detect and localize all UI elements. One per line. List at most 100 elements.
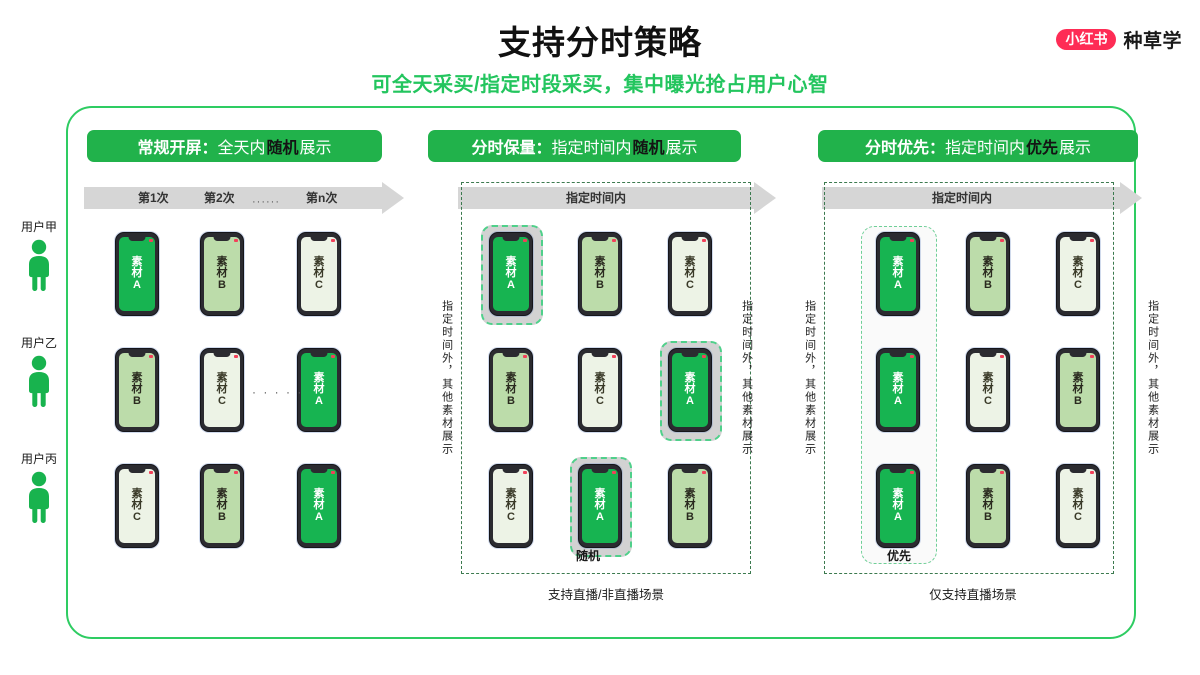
material-letter: B [984, 511, 992, 524]
ad-marker-icon [523, 354, 527, 358]
pill-lead: 常规开屏： [137, 140, 218, 157]
material-label-line2: 材 [892, 266, 904, 279]
material-label-line2: 材 [684, 498, 696, 511]
material-letter: A [315, 395, 323, 408]
pill-highlight: 随机 [266, 140, 299, 157]
material-label-line1: 素 [505, 255, 517, 268]
phone-notch-icon [681, 237, 699, 241]
material-label-line1: 素 [982, 487, 994, 500]
material-letter: C [1074, 279, 1082, 292]
material-letter: C [686, 279, 694, 292]
ad-marker-icon [149, 470, 153, 474]
ad-marker-icon [702, 470, 706, 474]
material-letter: B [218, 279, 226, 292]
ad-marker-icon [612, 238, 616, 242]
phone-notch-icon [128, 353, 146, 357]
ad-marker-icon [910, 354, 914, 358]
ad-marker-icon [234, 354, 238, 358]
material-letter: A [894, 511, 902, 524]
pill-mid: 全天内 [217, 140, 266, 157]
ad-marker-icon [1000, 238, 1004, 242]
user-row-1: 用户乙 [10, 334, 68, 412]
arrow-head [1120, 182, 1142, 214]
timeline-arrow-priority: 指定时间内 [822, 182, 1142, 214]
user-row-2: 用户丙 [10, 450, 68, 528]
page-title: 支持分时策略 [498, 24, 702, 61]
material-letter: B [596, 279, 604, 292]
material-label-line1: 素 [313, 487, 325, 500]
user-row-0: 用户甲 [10, 218, 68, 296]
phone-notch-icon [213, 237, 231, 241]
phone-notch-icon [681, 469, 699, 473]
pill-lead: 分时优先： [864, 140, 945, 157]
material-label-line2: 材 [216, 266, 228, 279]
material-label-line1: 素 [1072, 371, 1084, 384]
material-label-line2: 材 [982, 382, 994, 395]
material-label-line2: 材 [1072, 266, 1084, 279]
brand-name-label: 种草学 [1123, 31, 1182, 52]
material-label-line1: 素 [594, 255, 606, 268]
material-letter: A [507, 279, 515, 292]
ad-marker-icon [523, 238, 527, 242]
ad-marker-icon [523, 470, 527, 474]
material-letter: B [133, 395, 141, 408]
xiaohongshu-badge: 小红书 [1056, 29, 1117, 50]
material-letter: A [133, 279, 141, 292]
material-label-line2: 材 [216, 382, 228, 395]
ad-marker-icon [1090, 238, 1094, 242]
arrow-head [382, 182, 404, 214]
user-label: 用户甲 [20, 220, 57, 234]
material-letter: B [1074, 395, 1082, 408]
material-label-line2: 材 [594, 382, 606, 395]
caption-random: 随机 [575, 549, 600, 563]
user-label: 用户乙 [20, 336, 57, 350]
material-label-line2: 材 [684, 382, 696, 395]
ad-marker-icon [612, 354, 616, 358]
phone-notch-icon [502, 237, 520, 241]
arrow-bar [84, 187, 382, 209]
